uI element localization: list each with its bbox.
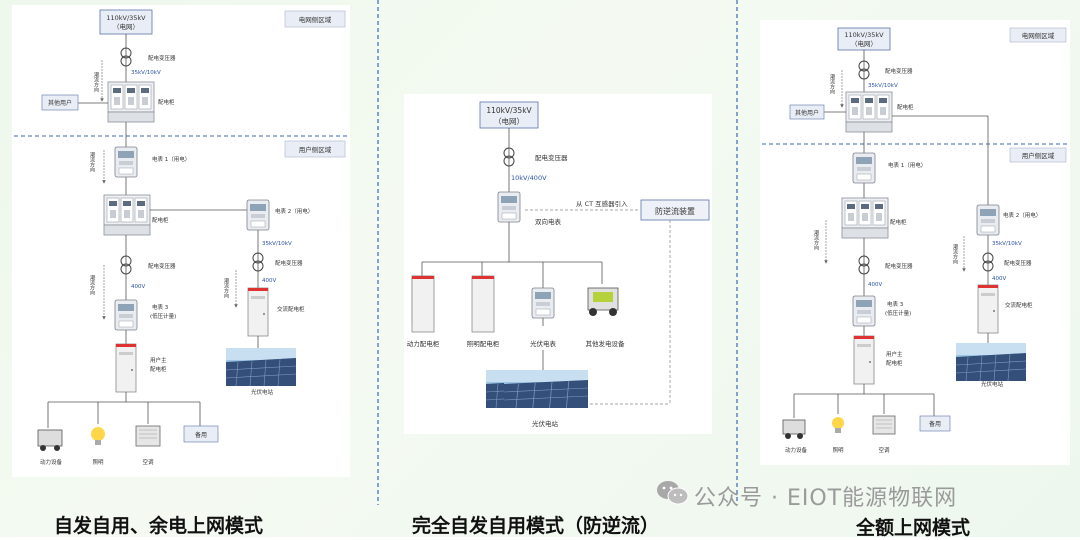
wechat-icon bbox=[657, 481, 689, 505]
p1-meter1: 电表 1（用电） bbox=[152, 155, 190, 163]
p3-load1: 动力设备 bbox=[785, 446, 808, 454]
p2-xfmr: 配电变压器 bbox=[535, 153, 568, 162]
p1-aircon-icon bbox=[135, 425, 161, 447]
panel-3 bbox=[760, 20, 1070, 465]
p3-generator-icon bbox=[782, 419, 806, 439]
p2-load3: 光伏电表 bbox=[530, 339, 557, 348]
p1-grid: 110kV/35kV bbox=[106, 14, 146, 22]
p3-flow2: 潮流方向 bbox=[813, 229, 819, 250]
p3-pv-station: 光伏电站 bbox=[981, 380, 1004, 388]
p3-load3: 空调 bbox=[878, 446, 890, 454]
p3-load2: 照明 bbox=[832, 447, 844, 454]
p1-cabinet2: 配电柜 bbox=[152, 216, 169, 224]
p3-v2: 35kV/10kV bbox=[992, 241, 1022, 247]
p3-main-cab: 用户主 bbox=[886, 350, 903, 358]
p1-load3: 空调 bbox=[142, 458, 154, 466]
p3-ac-cab: 交流配电柜 bbox=[1005, 301, 1033, 309]
title-mode-2: 完全自发自用模式（防逆流） bbox=[412, 515, 660, 537]
p3-grid-zone: 电网侧区域 bbox=[1022, 31, 1055, 40]
p1-main-cab2: 配电柜 bbox=[150, 365, 167, 373]
p2-anti-reverse: 防逆流装置 bbox=[655, 206, 695, 216]
title-mode-3: 全额上网模式 bbox=[856, 517, 971, 539]
p1-v1: 35kV/10kV bbox=[131, 70, 161, 76]
p1-xfmr2: 配电变压器 bbox=[148, 262, 176, 270]
p3-xfmr1: 配电变压器 bbox=[885, 67, 913, 75]
p2-load2: 照明配电柜 bbox=[467, 339, 500, 348]
watermark: 公众号 · EIOT能源物联网 bbox=[694, 486, 958, 511]
p3-grid: 110kV/35kV bbox=[844, 31, 884, 39]
p2-load4: 其他发电设备 bbox=[586, 339, 626, 348]
panel-1 bbox=[12, 5, 350, 477]
p3-main-cab2: 配电柜 bbox=[886, 359, 903, 367]
p1-v3: 400V bbox=[131, 284, 145, 290]
p1-pv-station: 光伏电站 bbox=[251, 388, 274, 396]
p3-meter2: 电表 2（用电） bbox=[1003, 211, 1041, 219]
p3-v1: 35kV/10kV bbox=[868, 83, 898, 89]
p3-flow1: 潮流方向 bbox=[829, 73, 835, 94]
p3-v4: 400V bbox=[992, 276, 1006, 282]
p3-meter3b: (低压计量) bbox=[885, 309, 911, 317]
p3-cabinet1: 配电柜 bbox=[897, 103, 914, 111]
p2-grid: 110kV/35kV bbox=[486, 106, 532, 115]
p2-ct: 从 CT 互感器引入 bbox=[576, 199, 628, 208]
p3-grid-sub: （电网） bbox=[851, 39, 877, 48]
p3-bulb-icon bbox=[832, 417, 844, 433]
p1-cabinet1: 配电柜 bbox=[158, 98, 175, 106]
p1-user-zone: 用户侧区域 bbox=[299, 145, 332, 154]
p1-v4: 400V bbox=[262, 278, 276, 284]
p1-flow3: 潮流方向 bbox=[223, 277, 229, 298]
p2-v: 10kV/400V bbox=[511, 174, 547, 182]
p1-grid-sub: （电网） bbox=[113, 22, 139, 31]
p2-pv: 光伏电站 bbox=[532, 419, 559, 428]
p1-load2: 照明 bbox=[92, 459, 104, 466]
p3-meter3: 电表 3 bbox=[887, 300, 904, 308]
p2-load1: 动力配电柜 bbox=[407, 339, 440, 348]
p1-flow2: 潮流方向 bbox=[89, 151, 95, 172]
p1-meter3b: (低压计量) bbox=[150, 312, 176, 320]
p3-xfmr2: 配电变压器 bbox=[885, 262, 913, 270]
p3-xfmr3: 配电变压器 bbox=[1004, 259, 1032, 267]
p1-flow1: 潮流方向 bbox=[93, 71, 99, 92]
p3-flow3: 潮流方向 bbox=[952, 243, 958, 264]
p3-cabinet2: 配电柜 bbox=[890, 218, 907, 226]
p3-v3: 400V bbox=[868, 282, 882, 288]
p1-grid-zone: 电网侧区域 bbox=[299, 15, 332, 24]
p3-spare: 备用 bbox=[929, 420, 941, 428]
p3-aircon-icon bbox=[872, 415, 896, 435]
p3-meter1: 电表 1（用电） bbox=[888, 161, 926, 169]
p1-bulb-icon bbox=[91, 427, 105, 445]
p3-user-zone: 用户侧区域 bbox=[1022, 151, 1055, 160]
p3-other-users: 其他用户 bbox=[795, 109, 819, 117]
p1-flow4: 潮流方向 bbox=[89, 274, 95, 295]
p1-main-cab: 用户主 bbox=[150, 356, 167, 364]
p2-generator-icon bbox=[587, 287, 619, 316]
p1-meter3: 电表 3 bbox=[152, 303, 169, 311]
p1-load1: 动力设备 bbox=[40, 458, 63, 466]
title-mode-1: 自发自用、余电上网模式 bbox=[54, 515, 264, 537]
p1-ac-cab: 交流配电柜 bbox=[277, 305, 305, 313]
p2-grid-sub: （电网） bbox=[494, 116, 524, 126]
p1-xfmr1: 配电变压器 bbox=[148, 54, 176, 62]
p1-xfmr3: 配电变压器 bbox=[275, 259, 303, 267]
p1-other-users: 其他用户 bbox=[48, 99, 72, 107]
p1-generator-icon bbox=[37, 429, 63, 451]
p1-meter2: 电表 2（用电） bbox=[275, 207, 313, 215]
p1-spare: 备用 bbox=[195, 431, 207, 439]
p1-v2: 35kV/10kV bbox=[262, 241, 292, 247]
p2-bimeter: 双向电表 bbox=[535, 217, 562, 226]
